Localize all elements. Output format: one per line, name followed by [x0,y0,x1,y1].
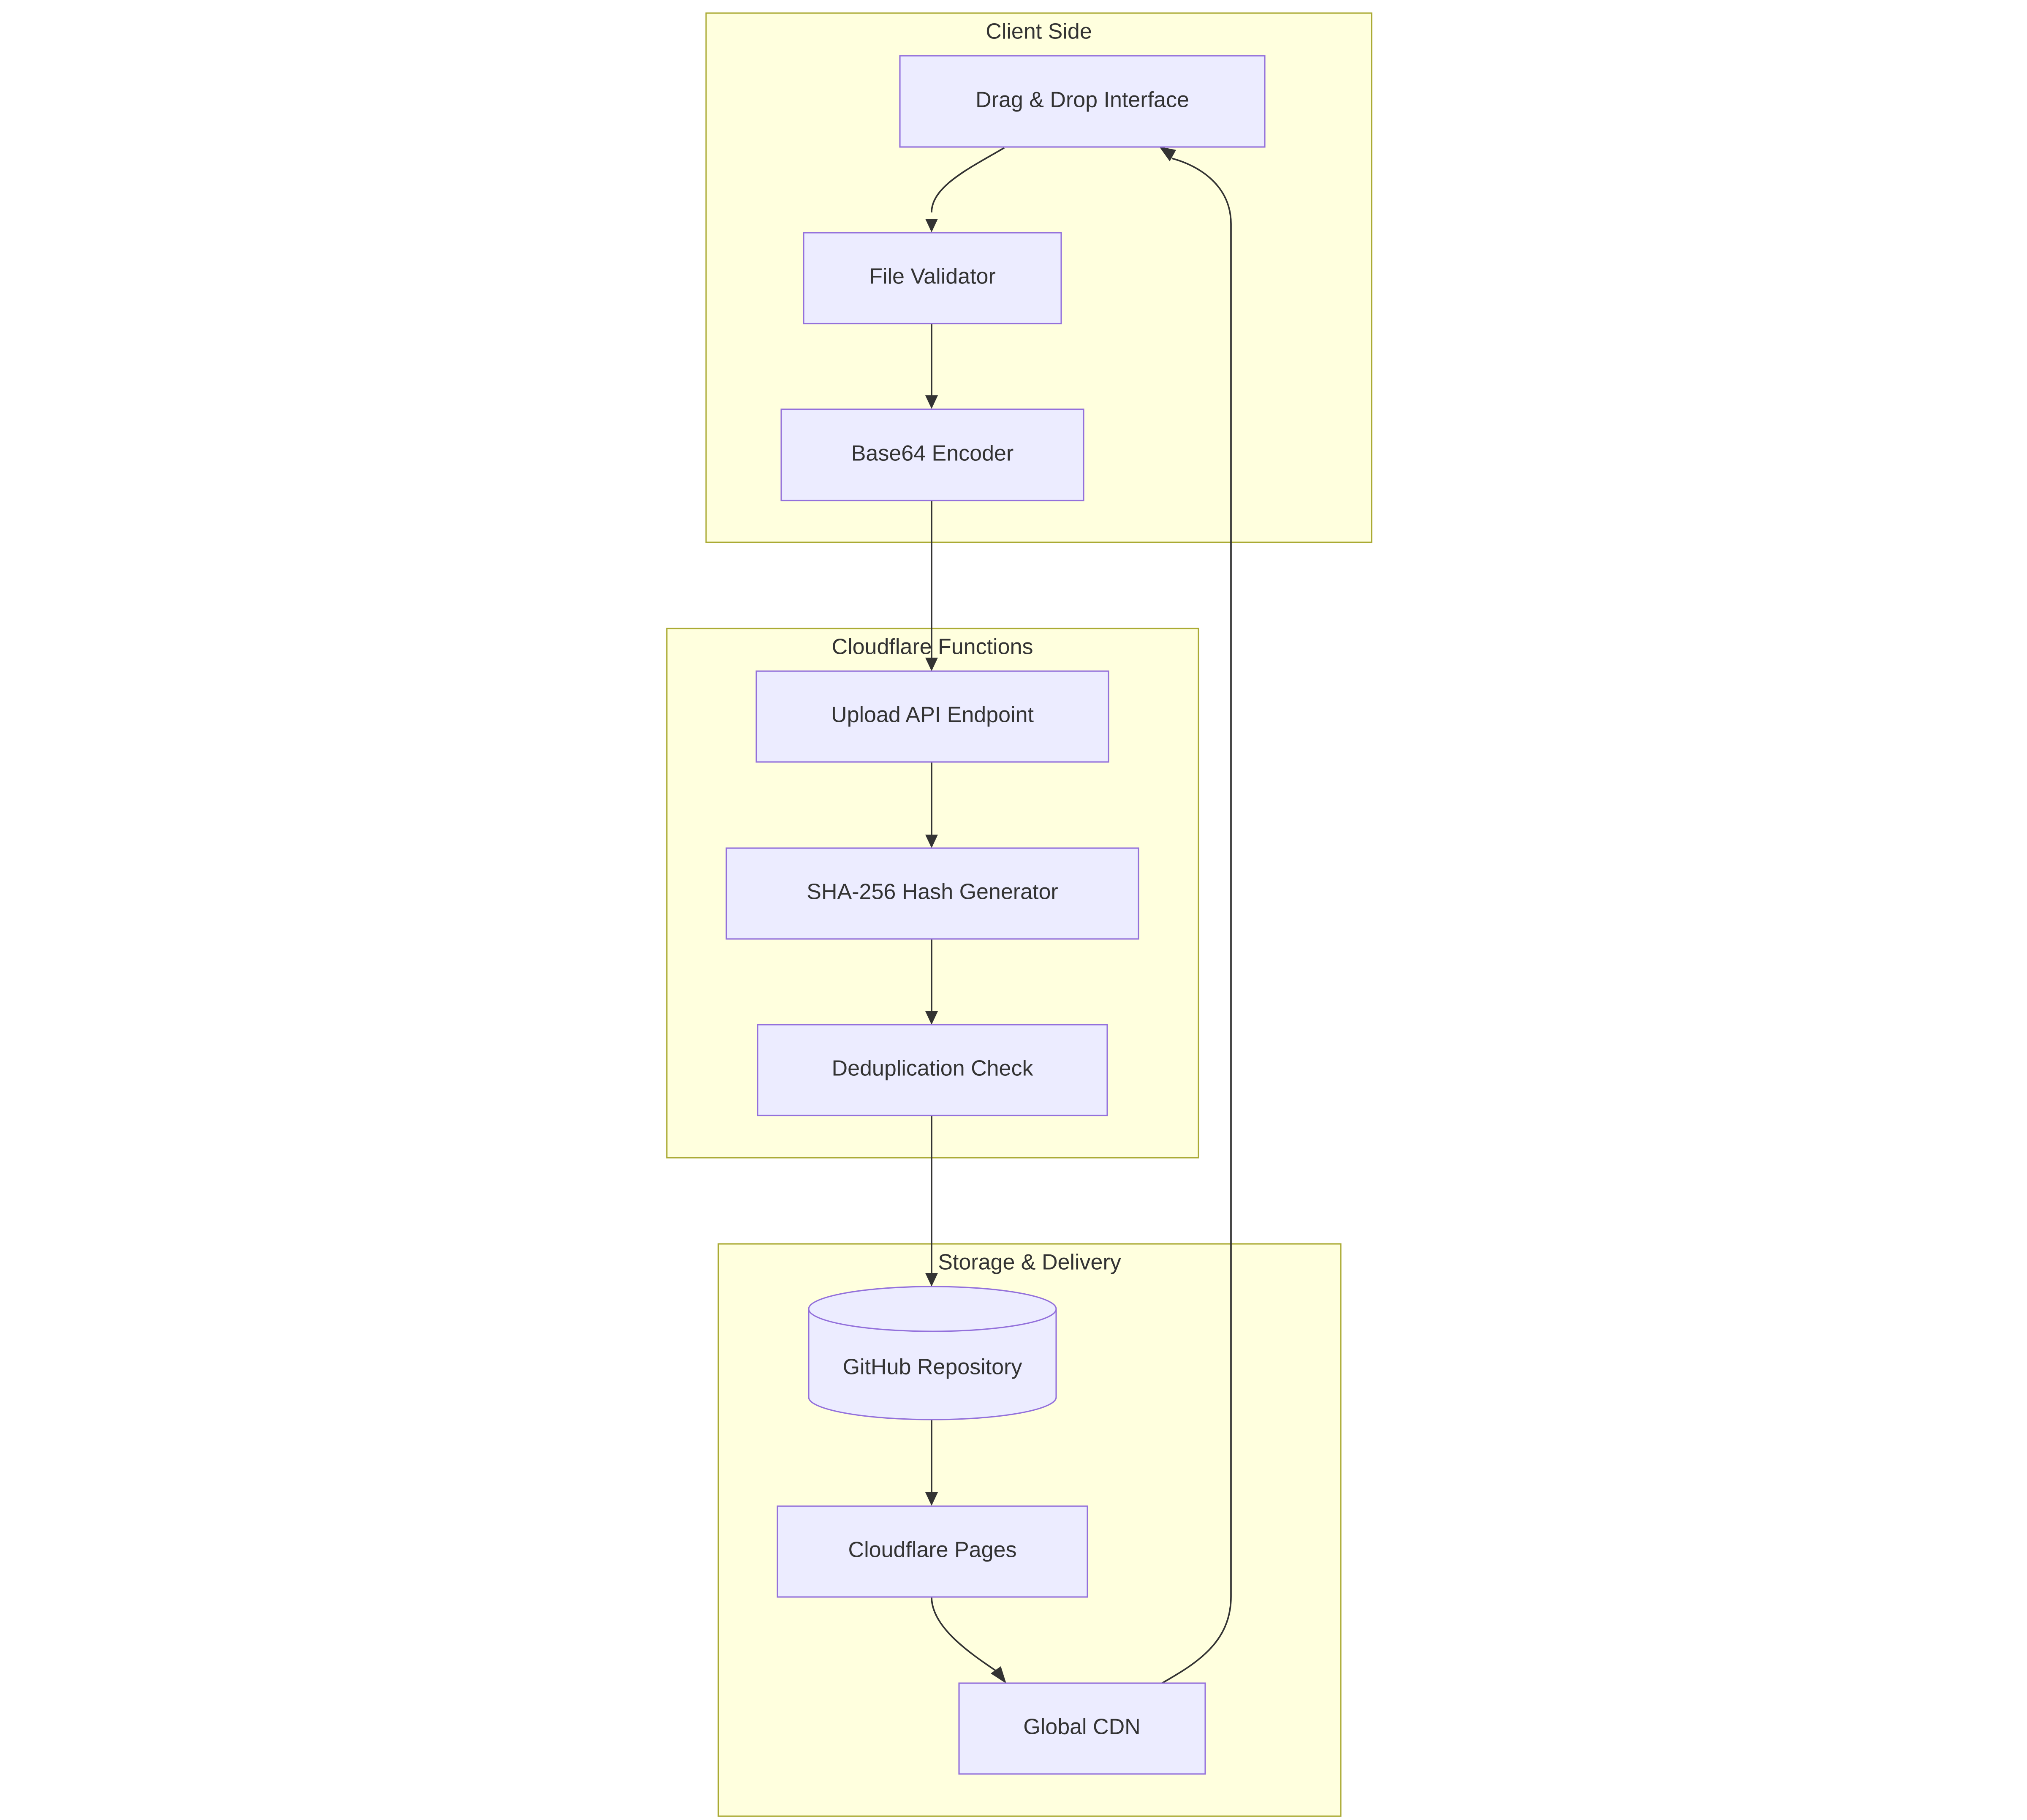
arrow-head [925,1492,938,1506]
cluster-client-side-label: Client Side [986,19,1092,44]
node-github-repository: GitHub Repository [808,1286,1057,1420]
node-upload-api-endpoint-label: Upload API Endpoint [831,703,1034,727]
node-deduplication-check: Deduplication Check [757,1024,1108,1116]
node-drag-drop-interface: Drag & Drop Interface [899,55,1266,148]
arrow-head [925,1273,938,1287]
node-global-cdn: Global CDN [958,1682,1206,1775]
cluster-cloudflare-functions-label: Cloudflare Functions [832,635,1033,659]
edge-pages-to-cdn [931,1597,998,1673]
edge-cdn-to-dnd [1161,158,1232,1684]
arrow-head [925,835,938,848]
arrow-head [1159,147,1176,161]
node-sha256-hash-generator: SHA-256 Hash Generator [725,847,1139,940]
arrow-head [925,1011,938,1025]
cluster-storage-delivery-label: Storage & Delivery [938,1250,1121,1275]
database-cylinder-icon [808,1286,1057,1420]
arrow-head [991,1666,1006,1684]
arrow-head [925,219,938,232]
node-github-repository-label: GitHub Repository [843,1355,1022,1379]
node-deduplication-check-label: Deduplication Check [832,1056,1034,1081]
node-base64-encoder-label: Base64 Encoder [851,441,1014,466]
arrow-head [925,658,938,671]
node-file-validator: File Validator [803,232,1062,324]
node-global-cdn-label: Global CDN [1023,1715,1140,1739]
node-file-validator-label: File Validator [869,264,996,289]
edge-dnd-to-validator [931,147,1005,213]
node-cloudflare-pages: Cloudflare Pages [777,1505,1088,1598]
node-upload-api-endpoint: Upload API Endpoint [755,670,1109,763]
node-base64-encoder: Base64 Encoder [780,408,1084,501]
arrow-head [925,395,938,409]
node-cloudflare-pages-label: Cloudflare Pages [848,1538,1017,1562]
node-sha256-hash-generator-label: SHA-256 Hash Generator [807,880,1058,904]
edges [925,147,1232,1684]
node-drag-drop-interface-label: Drag & Drop Interface [975,88,1189,112]
